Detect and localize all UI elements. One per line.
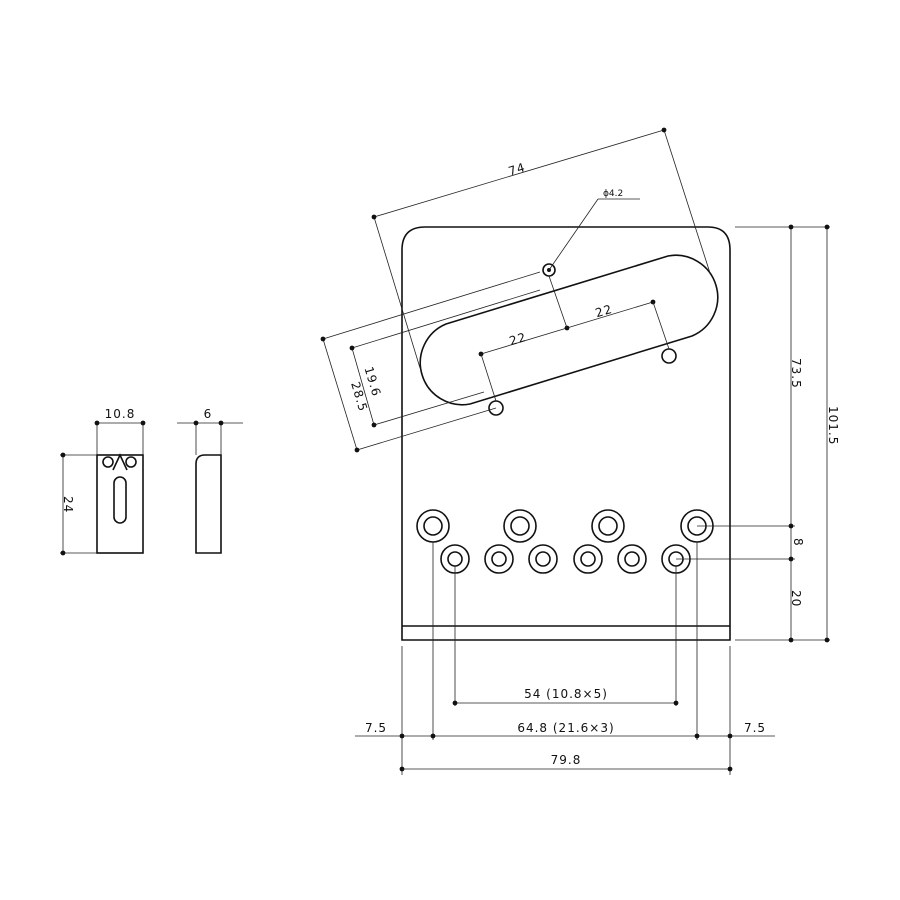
vertical-dimensions: 73.5 101.5 8 20 — [676, 224, 840, 643]
dim-edge-left: 7.5 — [365, 721, 387, 735]
plate-outline — [401, 226, 731, 641]
pickup-slot — [419, 254, 719, 406]
dim-height-total: 101.5 — [826, 406, 840, 445]
saddle-front-body — [96, 454, 144, 554]
saddle-front-view: 10.8 24 — [60, 407, 146, 556]
small-hole-4 — [573, 544, 603, 574]
slanted-dimensions: 74 ϕ4.2 22 22 19.6 28.5 — [320, 127, 711, 453]
small-hole-row — [440, 544, 691, 574]
dim-row-gap: 8 — [791, 538, 805, 547]
large-hole-row — [416, 509, 714, 543]
dim-height-upper: 73.5 — [789, 358, 803, 389]
large-hole-2 — [503, 509, 537, 543]
dim-cutout-length: 74 — [507, 160, 528, 178]
bridge-plate — [401, 226, 731, 641]
small-hole-3 — [528, 544, 558, 574]
dim-saddle-width: 10.8 — [105, 407, 136, 421]
small-hole-5 — [617, 544, 647, 574]
dim-bottom-margin: 20 — [789, 590, 803, 607]
dim-saddle-depth: 6 — [204, 407, 213, 421]
dim-total-width: 79.8 — [551, 753, 582, 767]
mount-hole-right — [661, 348, 677, 364]
dim-saddle-height: 24 — [61, 496, 75, 513]
small-hole-2 — [484, 544, 514, 574]
large-hole-1 — [416, 509, 450, 543]
dim-edge-right: 7.5 — [744, 721, 766, 735]
dim-hole-spacing-right: 22 — [594, 302, 615, 320]
saddle-slot — [113, 476, 127, 524]
dim-small-row-span: 54 (10.8×5) — [524, 687, 608, 701]
horizontal-dimensions: 54 (10.8×5) 64.8 (21.6×3) 7.5 7.5 79.8 — [355, 542, 775, 775]
saddle-side-view: 6 — [177, 407, 243, 554]
saddle-side-body — [195, 454, 222, 554]
large-hole-3 — [591, 509, 625, 543]
dim-hole-spacing-left: 22 — [508, 330, 529, 348]
dim-large-row-span: 64.8 (21.6×3) — [517, 721, 614, 735]
dim-hole-diameter: ϕ4.2 — [603, 189, 623, 199]
